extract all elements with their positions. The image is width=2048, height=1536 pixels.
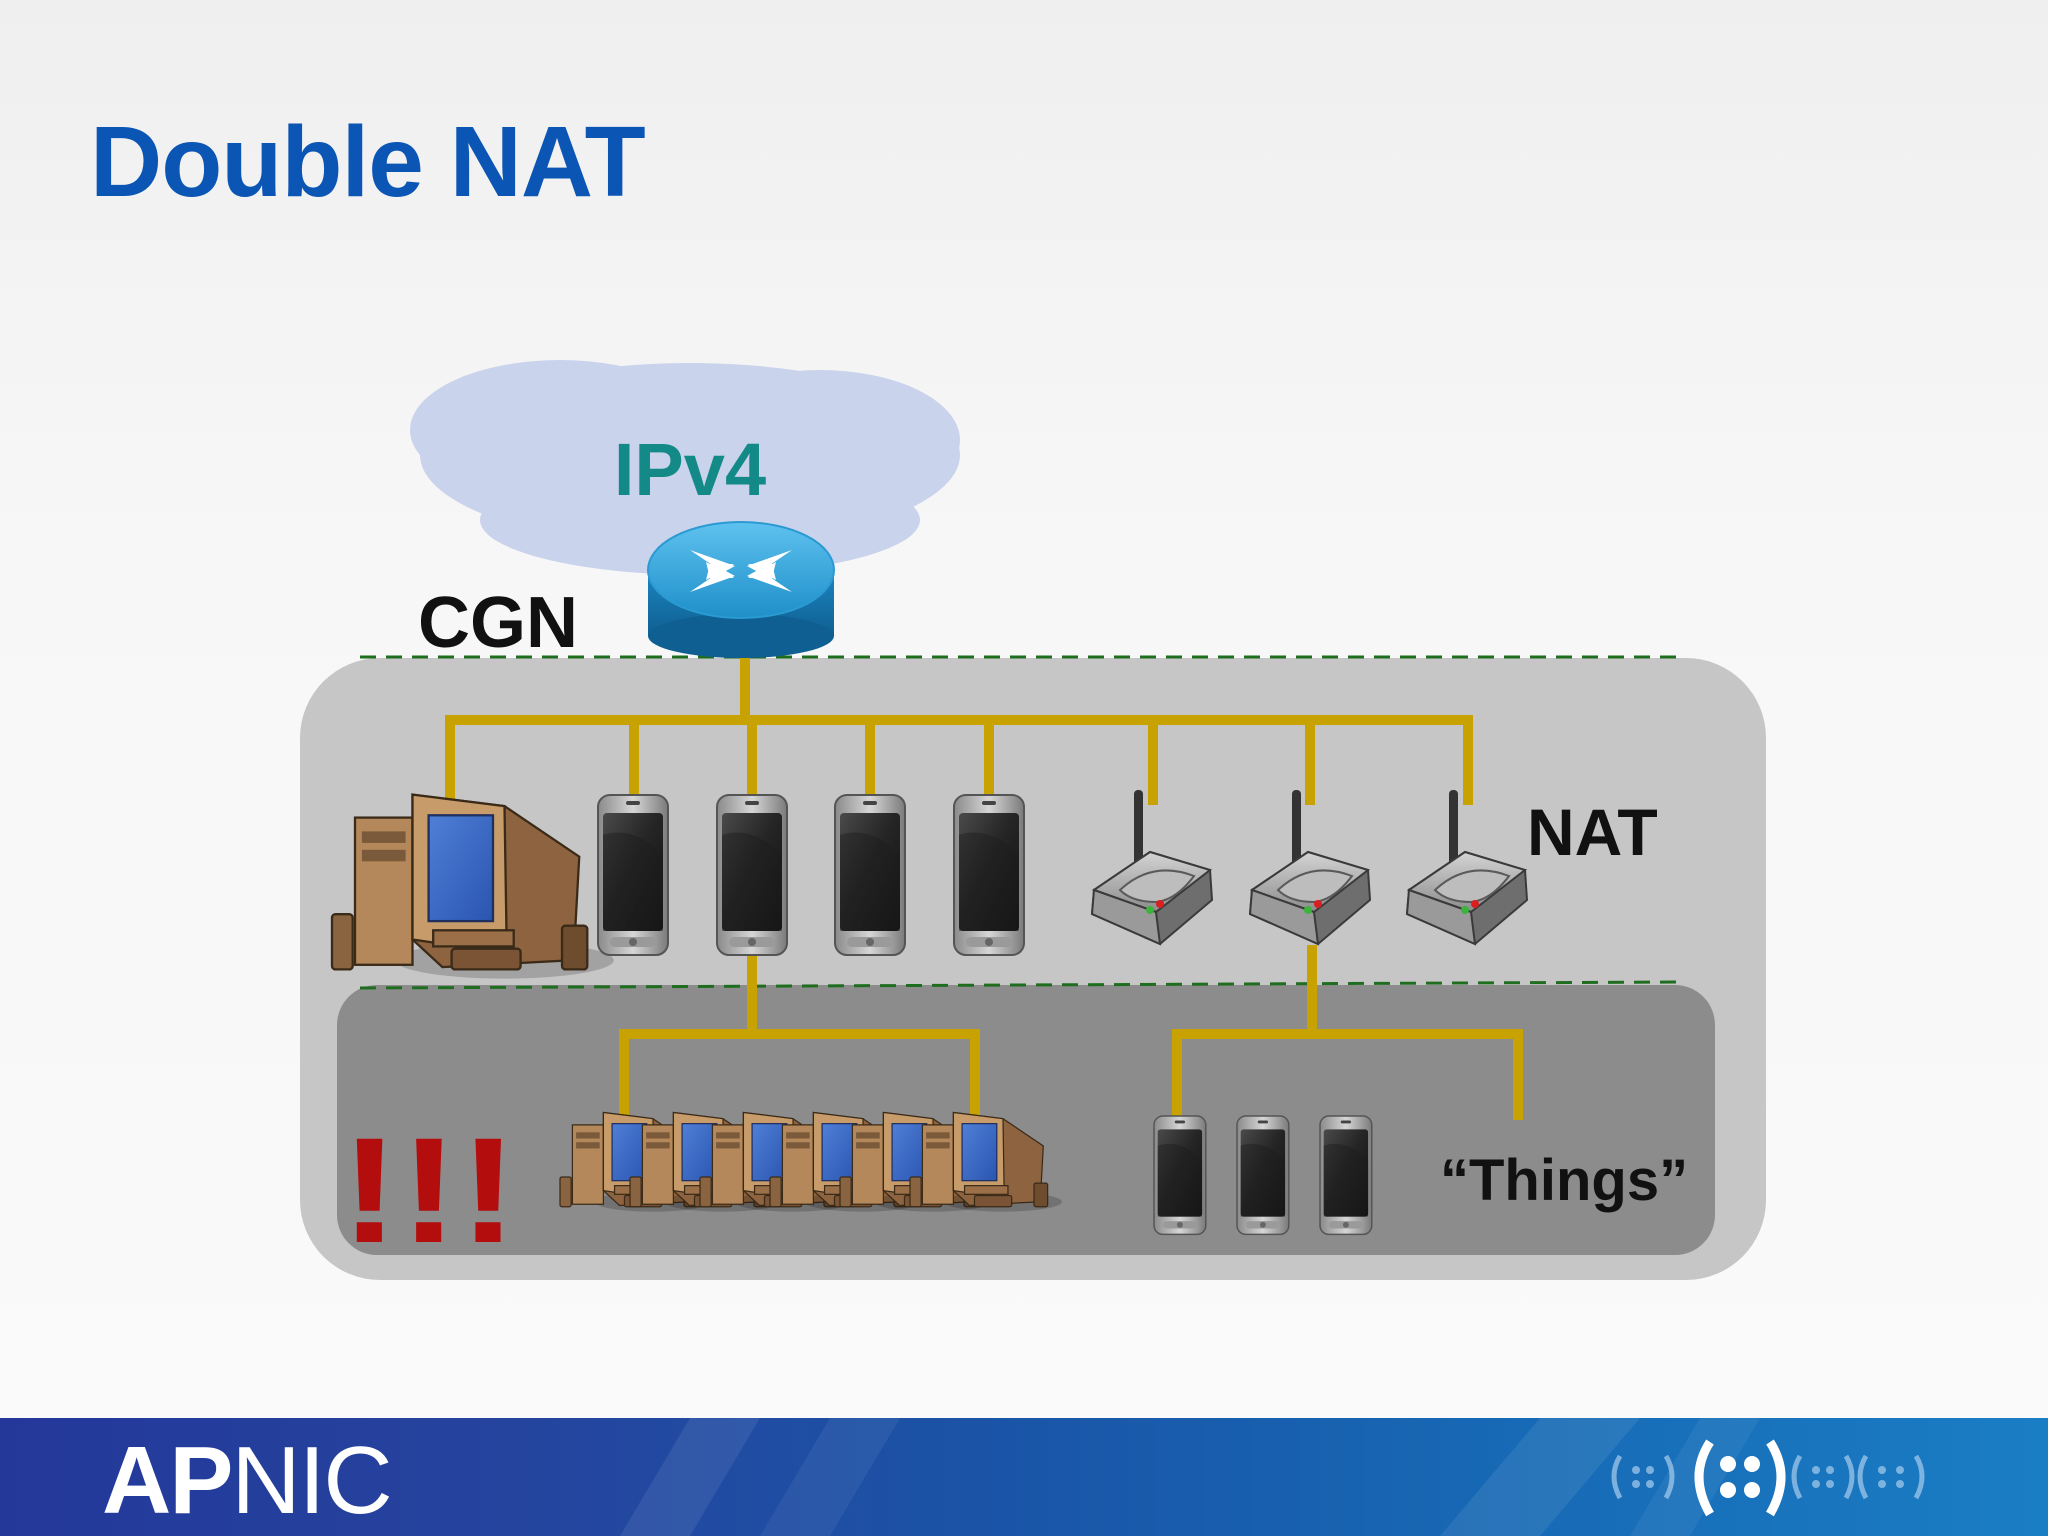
thing-phone-icon-3 xyxy=(1319,1115,1373,1236)
apnic-dots-logo-icon xyxy=(1611,1439,1925,1517)
slide-title: Double NAT xyxy=(90,106,646,218)
ipv4-cloud xyxy=(410,360,960,575)
nat-label: NAT xyxy=(1527,795,1658,869)
upper-phone-icon-2 xyxy=(716,794,788,956)
footer-stripes xyxy=(620,1418,1760,1536)
cgn-router-icon xyxy=(647,521,835,658)
thing-phone-icon-1 xyxy=(1153,1115,1207,1236)
upper-phone-icon-3 xyxy=(834,794,906,956)
double-nat-diagram: IPv4 xyxy=(300,360,1766,1280)
cloud-label: IPv4 xyxy=(614,428,766,511)
upper-phone-icon-4 xyxy=(953,794,1025,956)
cgn-label: CGN xyxy=(418,583,578,663)
connection-lines xyxy=(445,650,1523,1135)
apnic-logo-bold: AP xyxy=(102,1427,233,1534)
apnic-logo: APNIC xyxy=(102,1426,393,1536)
alert-exclamation-label: !!! xyxy=(340,1106,518,1274)
thing-phone-icon-2 xyxy=(1236,1115,1290,1236)
nat-boundary-dashed-line xyxy=(359,980,1681,990)
footer-bar: APNIC xyxy=(0,1418,2048,1536)
nat-network-panel xyxy=(337,985,1715,1255)
things-label: “Things” xyxy=(1440,1148,1688,1213)
apnic-logo-rest: NIC xyxy=(231,1427,392,1534)
lower-pc-group xyxy=(559,1111,1063,1213)
upper-phone-icon-1 xyxy=(597,794,669,956)
